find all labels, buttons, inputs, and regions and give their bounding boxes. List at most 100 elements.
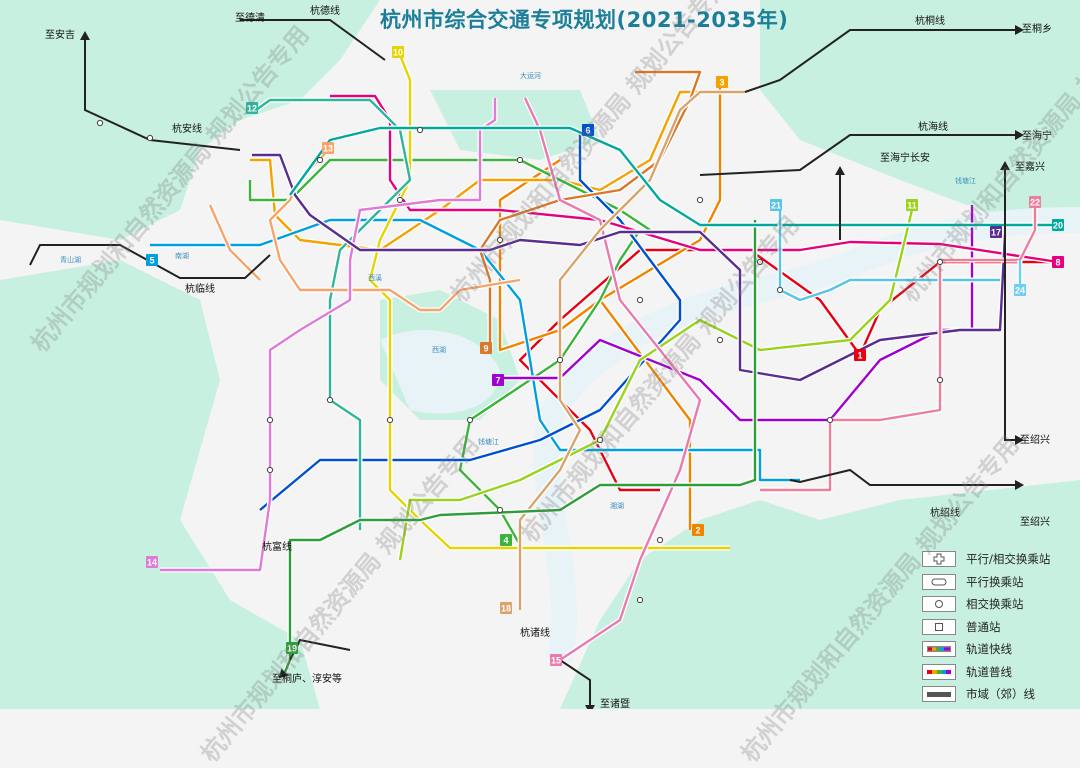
suburban-line-icon bbox=[922, 686, 956, 703]
station-icon bbox=[776, 286, 784, 294]
line-badge-2 bbox=[692, 524, 704, 536]
legend-item: 市域（郊）线 bbox=[922, 683, 1050, 706]
station-icon bbox=[936, 376, 944, 384]
water-label: 西湖 bbox=[432, 345, 446, 354]
station-icon bbox=[496, 506, 504, 514]
line-badge-label: 18 bbox=[501, 604, 511, 614]
direction-label: 至桐乡 bbox=[1022, 22, 1052, 35]
line-badge-15 bbox=[550, 654, 562, 666]
line-11-track bbox=[398, 209, 914, 561]
legend-label: 普通站 bbox=[966, 619, 1001, 634]
direction-label: 杭绍线 bbox=[930, 506, 960, 519]
parallel-transfer-icon bbox=[922, 573, 956, 590]
legend-label: 平行/相交换乘站 bbox=[966, 552, 1051, 567]
line-22-track bbox=[760, 205, 1037, 492]
line-4-track bbox=[458, 229, 641, 546]
line-badge-18 bbox=[500, 602, 512, 614]
direction-label: 杭德线 bbox=[310, 4, 340, 17]
water-label: 湘湖 bbox=[610, 501, 624, 510]
suburban-line bbox=[744, 29, 1015, 93]
line-badge-label: 22 bbox=[1030, 198, 1040, 208]
line-3-track bbox=[250, 90, 722, 252]
water-label: 钱塘江 bbox=[478, 437, 499, 446]
water-label: 钱塘江 bbox=[955, 176, 976, 185]
line-15-track bbox=[523, 97, 702, 661]
line-badge-9 bbox=[480, 342, 492, 354]
regular-line-icon bbox=[922, 663, 956, 680]
line-badge-1 bbox=[854, 349, 866, 361]
line-badge-5 bbox=[146, 254, 158, 266]
line-badge-label: 6 bbox=[585, 126, 590, 136]
arrow-icon bbox=[1015, 480, 1024, 490]
legend-label: 相交换乘站 bbox=[966, 597, 1024, 612]
arrow-icon bbox=[1015, 435, 1024, 445]
legend-item: 平行换乘站 bbox=[922, 571, 1050, 594]
direction-label: 杭海线 bbox=[918, 120, 948, 133]
line-badge-20 bbox=[1052, 219, 1064, 231]
green-area bbox=[0, 260, 320, 709]
station-icon bbox=[656, 536, 664, 544]
arrow-icon bbox=[1015, 25, 1024, 35]
suburban-line bbox=[240, 19, 386, 61]
line-badge-label: 19 bbox=[287, 644, 297, 654]
line-badge-label: 14 bbox=[147, 558, 157, 568]
station-icon bbox=[636, 296, 644, 304]
direction-label: 至绍兴 bbox=[1020, 433, 1050, 446]
line-badge-7 bbox=[492, 374, 504, 386]
line-badge-label: 13 bbox=[323, 144, 333, 154]
line-badge-24 bbox=[1014, 284, 1026, 296]
direction-label: 至桐庐、淳安等 bbox=[272, 672, 342, 685]
line-badge-label: 8 bbox=[1055, 258, 1060, 268]
line-badge-label: 10 bbox=[393, 48, 403, 58]
station-icon bbox=[636, 596, 644, 604]
station-icon bbox=[826, 416, 834, 424]
station-icon bbox=[466, 416, 474, 424]
suburban-line bbox=[1004, 170, 1015, 441]
line-badge-label: 5 bbox=[149, 256, 154, 266]
station-icon bbox=[316, 156, 324, 164]
line-badge-6 bbox=[582, 124, 594, 136]
line-badge-8 bbox=[1052, 256, 1064, 268]
line-21-track bbox=[778, 210, 1000, 302]
direction-label: 杭安线 bbox=[172, 122, 202, 135]
cross-transfer-icon bbox=[922, 596, 956, 613]
suburban-line bbox=[789, 468, 1015, 486]
parallel-cross-transfer-icon bbox=[922, 551, 956, 568]
water-label: 大运河 bbox=[520, 71, 541, 80]
arrow-icon bbox=[80, 31, 90, 40]
station-icon bbox=[396, 196, 404, 204]
direction-label: 至德清 bbox=[235, 11, 265, 24]
line-12-track bbox=[255, 98, 412, 530]
line-badge-label: 1 bbox=[857, 351, 862, 361]
legend-item: 轨道快线 bbox=[922, 638, 1050, 661]
station-icon bbox=[416, 126, 424, 134]
station-icon bbox=[386, 416, 394, 424]
express-line-icon bbox=[922, 641, 956, 658]
direction-label: 至海宁长安 bbox=[880, 151, 930, 164]
line-badge-label: 21 bbox=[771, 201, 781, 211]
station-icon bbox=[596, 436, 604, 444]
line-badge-label: 2 bbox=[695, 526, 700, 536]
line-badge-label: 9 bbox=[483, 344, 488, 354]
green-area bbox=[430, 90, 600, 160]
direction-label: 杭富线 bbox=[262, 540, 292, 553]
line-badge-19 bbox=[286, 642, 298, 654]
line-2-track bbox=[599, 299, 692, 530]
water-label: 西溪 bbox=[368, 273, 382, 282]
direction-label: 杭桐线 bbox=[915, 14, 945, 27]
line-badge-11 bbox=[906, 199, 918, 211]
arrow-icon bbox=[585, 705, 595, 709]
line-18-track bbox=[518, 90, 745, 610]
suburban-line bbox=[559, 659, 591, 705]
normal-station-icon bbox=[922, 618, 956, 635]
line-badge-22 bbox=[1029, 196, 1041, 208]
station-icon bbox=[716, 336, 724, 344]
line-badge-label: 17 bbox=[991, 228, 1001, 238]
arrow-icon bbox=[835, 166, 845, 175]
arrow-icon bbox=[1015, 130, 1024, 140]
direction-label: 杭临线 bbox=[185, 282, 215, 295]
line-badge-label: 24 bbox=[1015, 286, 1025, 296]
legend-item: 普通站 bbox=[922, 616, 1050, 639]
station-icon bbox=[496, 236, 504, 244]
